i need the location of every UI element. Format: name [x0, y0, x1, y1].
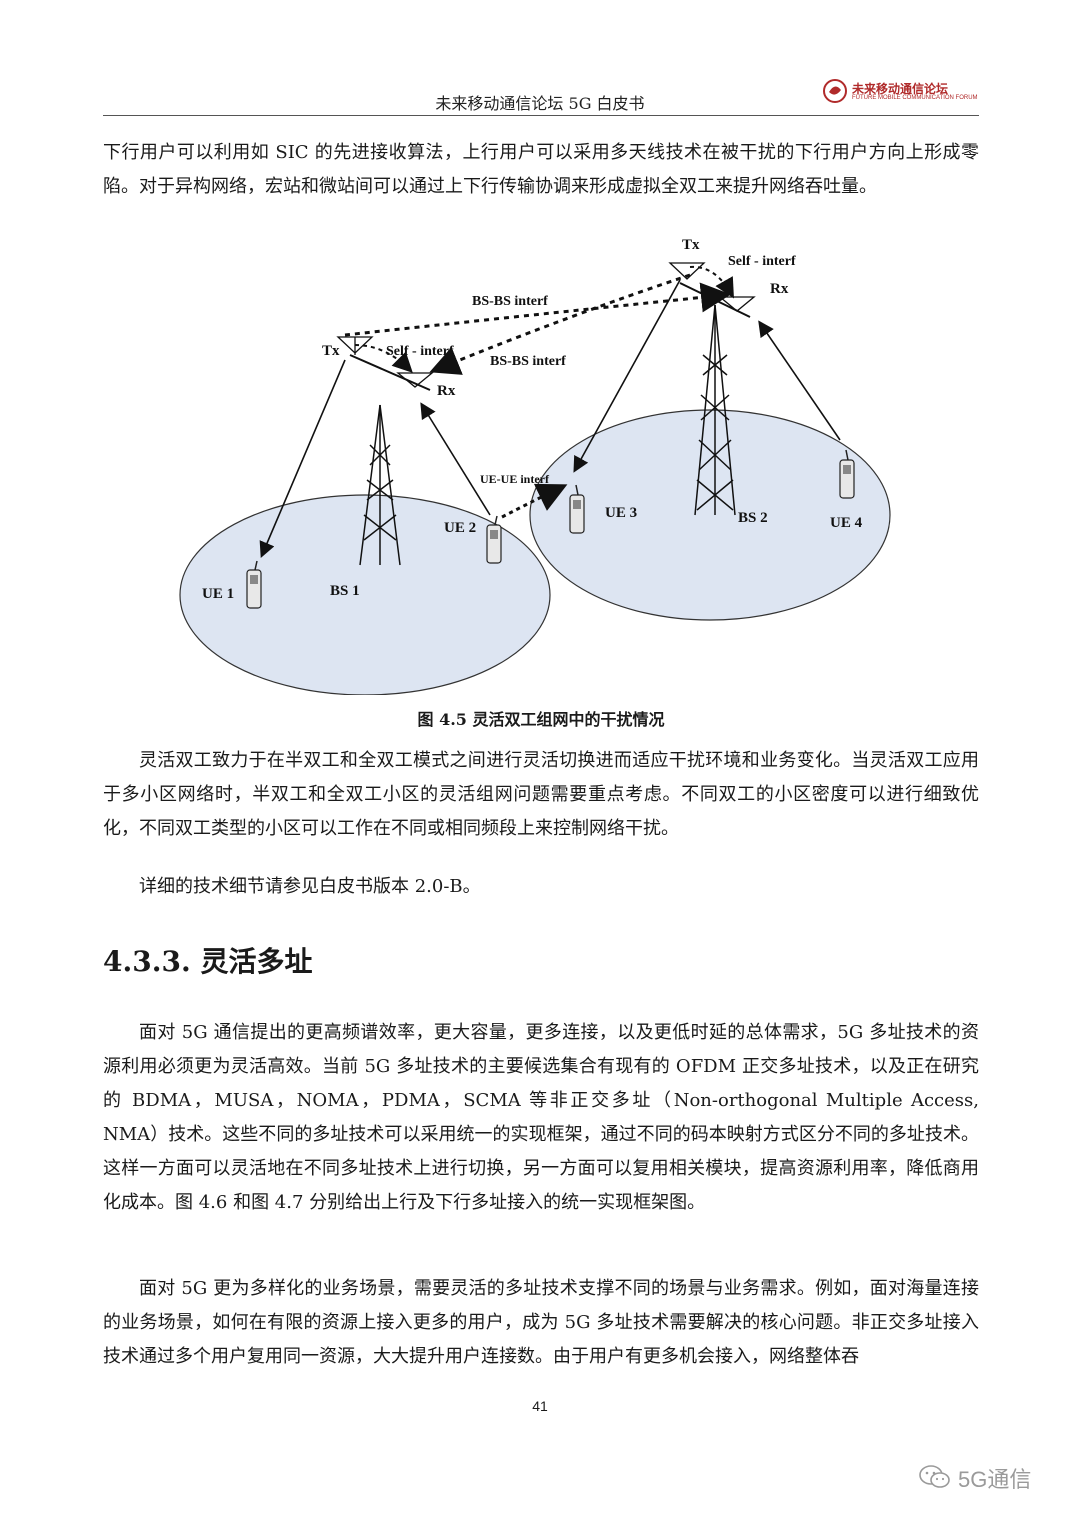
interference-diagram: Tx Self - interf Rx BS-BS interf BS-BS i… — [179, 237, 891, 695]
phone-ue4-icon — [839, 449, 855, 499]
label-ue1: UE 1 — [202, 586, 234, 602]
self-interf-line-2 — [689, 265, 734, 299]
paragraph-1: 下行用户可以利用如 SIC 的先进接收算法，上行用户可以采用多天线技术在被干扰的… — [103, 142, 979, 197]
label-rx2: Rx — [770, 281, 789, 297]
ue-ue-interf-line — [501, 483, 568, 519]
paragraph-3: 详细的技术细节请参见白皮书版本 2.0-B。 — [139, 876, 481, 897]
paragraph-4: 面对 5G 通信提出的更高频谱效率，更大容量，更多连接，以及更低时延的总体需求，… — [103, 1022, 979, 1213]
forum-logo: 未来移动通信论坛 FUTURE MOBILE COMMUNICATION FOR… — [822, 78, 982, 108]
header-rule — [103, 115, 979, 116]
phone-ue3-icon — [569, 484, 585, 534]
label-bsbs-interf-1: BS-BS interf — [472, 294, 548, 309]
label-ue2: UE 2 — [444, 520, 476, 536]
figure-caption: 图 4.5 灵活双工组网中的干扰情况 — [417, 710, 665, 729]
label-self-interf-2: Self - interf — [728, 254, 796, 269]
figure-interference-diagram: Tx Self - interf Rx BS-BS interf BS-BS i… — [150, 225, 930, 695]
link-tx1-ue1 — [259, 359, 346, 558]
logo-text: 未来移动通信论坛 — [852, 82, 949, 96]
watermark-text: 5G通信 — [958, 1467, 1032, 1492]
phone-ue1-icon — [246, 560, 262, 609]
label-ue-ue-interf: UE-UE interf — [480, 472, 550, 486]
link-ue4-rx2 — [758, 320, 841, 441]
paragraph-5: 面对 5G 更为多样化的业务场景，需要灵活的多址技术支撑不同的场景与业务需求。例… — [103, 1278, 979, 1367]
label-ue3: UE 3 — [605, 505, 637, 521]
tower-bs2-icon — [694, 304, 736, 516]
header-title: 未来移动通信论坛 5G 白皮书 — [435, 94, 645, 113]
paragraph-2: 灵活双工致力于在半双工和全双工模式之间进行灵活切换进而适应干扰环境和业务变化。当… — [103, 750, 979, 839]
label-bsbs-interf-2: BS-BS interf — [490, 354, 566, 369]
bs-bs-interf-line-2 — [429, 273, 691, 375]
phone-ue2-icon — [486, 515, 502, 564]
wechat-watermark: 5G通信 — [918, 1460, 1068, 1494]
link-tx2-ue3 — [573, 279, 681, 473]
page-number: 41 — [532, 1398, 548, 1414]
label-tx2: Tx — [682, 237, 700, 253]
bs-bs-interf-line-1 — [344, 282, 731, 337]
link-ue2-rx1 — [420, 402, 491, 516]
cell-2 — [529, 409, 891, 621]
logo-subtext: FUTURE MOBILE COMMUNICATION FORUM — [852, 95, 978, 101]
antenna-tx2-icon — [668, 262, 706, 280]
forum-logo-icon — [823, 79, 847, 103]
label-bs2: BS 2 — [738, 510, 768, 526]
label-self-interf-1: Self - interf — [386, 344, 454, 359]
label-tx1: Tx — [322, 343, 340, 359]
wechat-icon — [919, 1465, 950, 1488]
section-heading: 4.3.3. 灵活多址 — [103, 945, 313, 978]
antenna-rx1-icon — [396, 372, 434, 388]
bs1-antenna-mount — [349, 354, 431, 391]
self-interf-line-1 — [354, 344, 413, 373]
tower-bs1-icon — [359, 404, 401, 566]
label-bs1: BS 1 — [330, 583, 360, 599]
label-ue4: UE 4 — [830, 515, 863, 531]
label-rx1: Rx — [437, 383, 456, 399]
